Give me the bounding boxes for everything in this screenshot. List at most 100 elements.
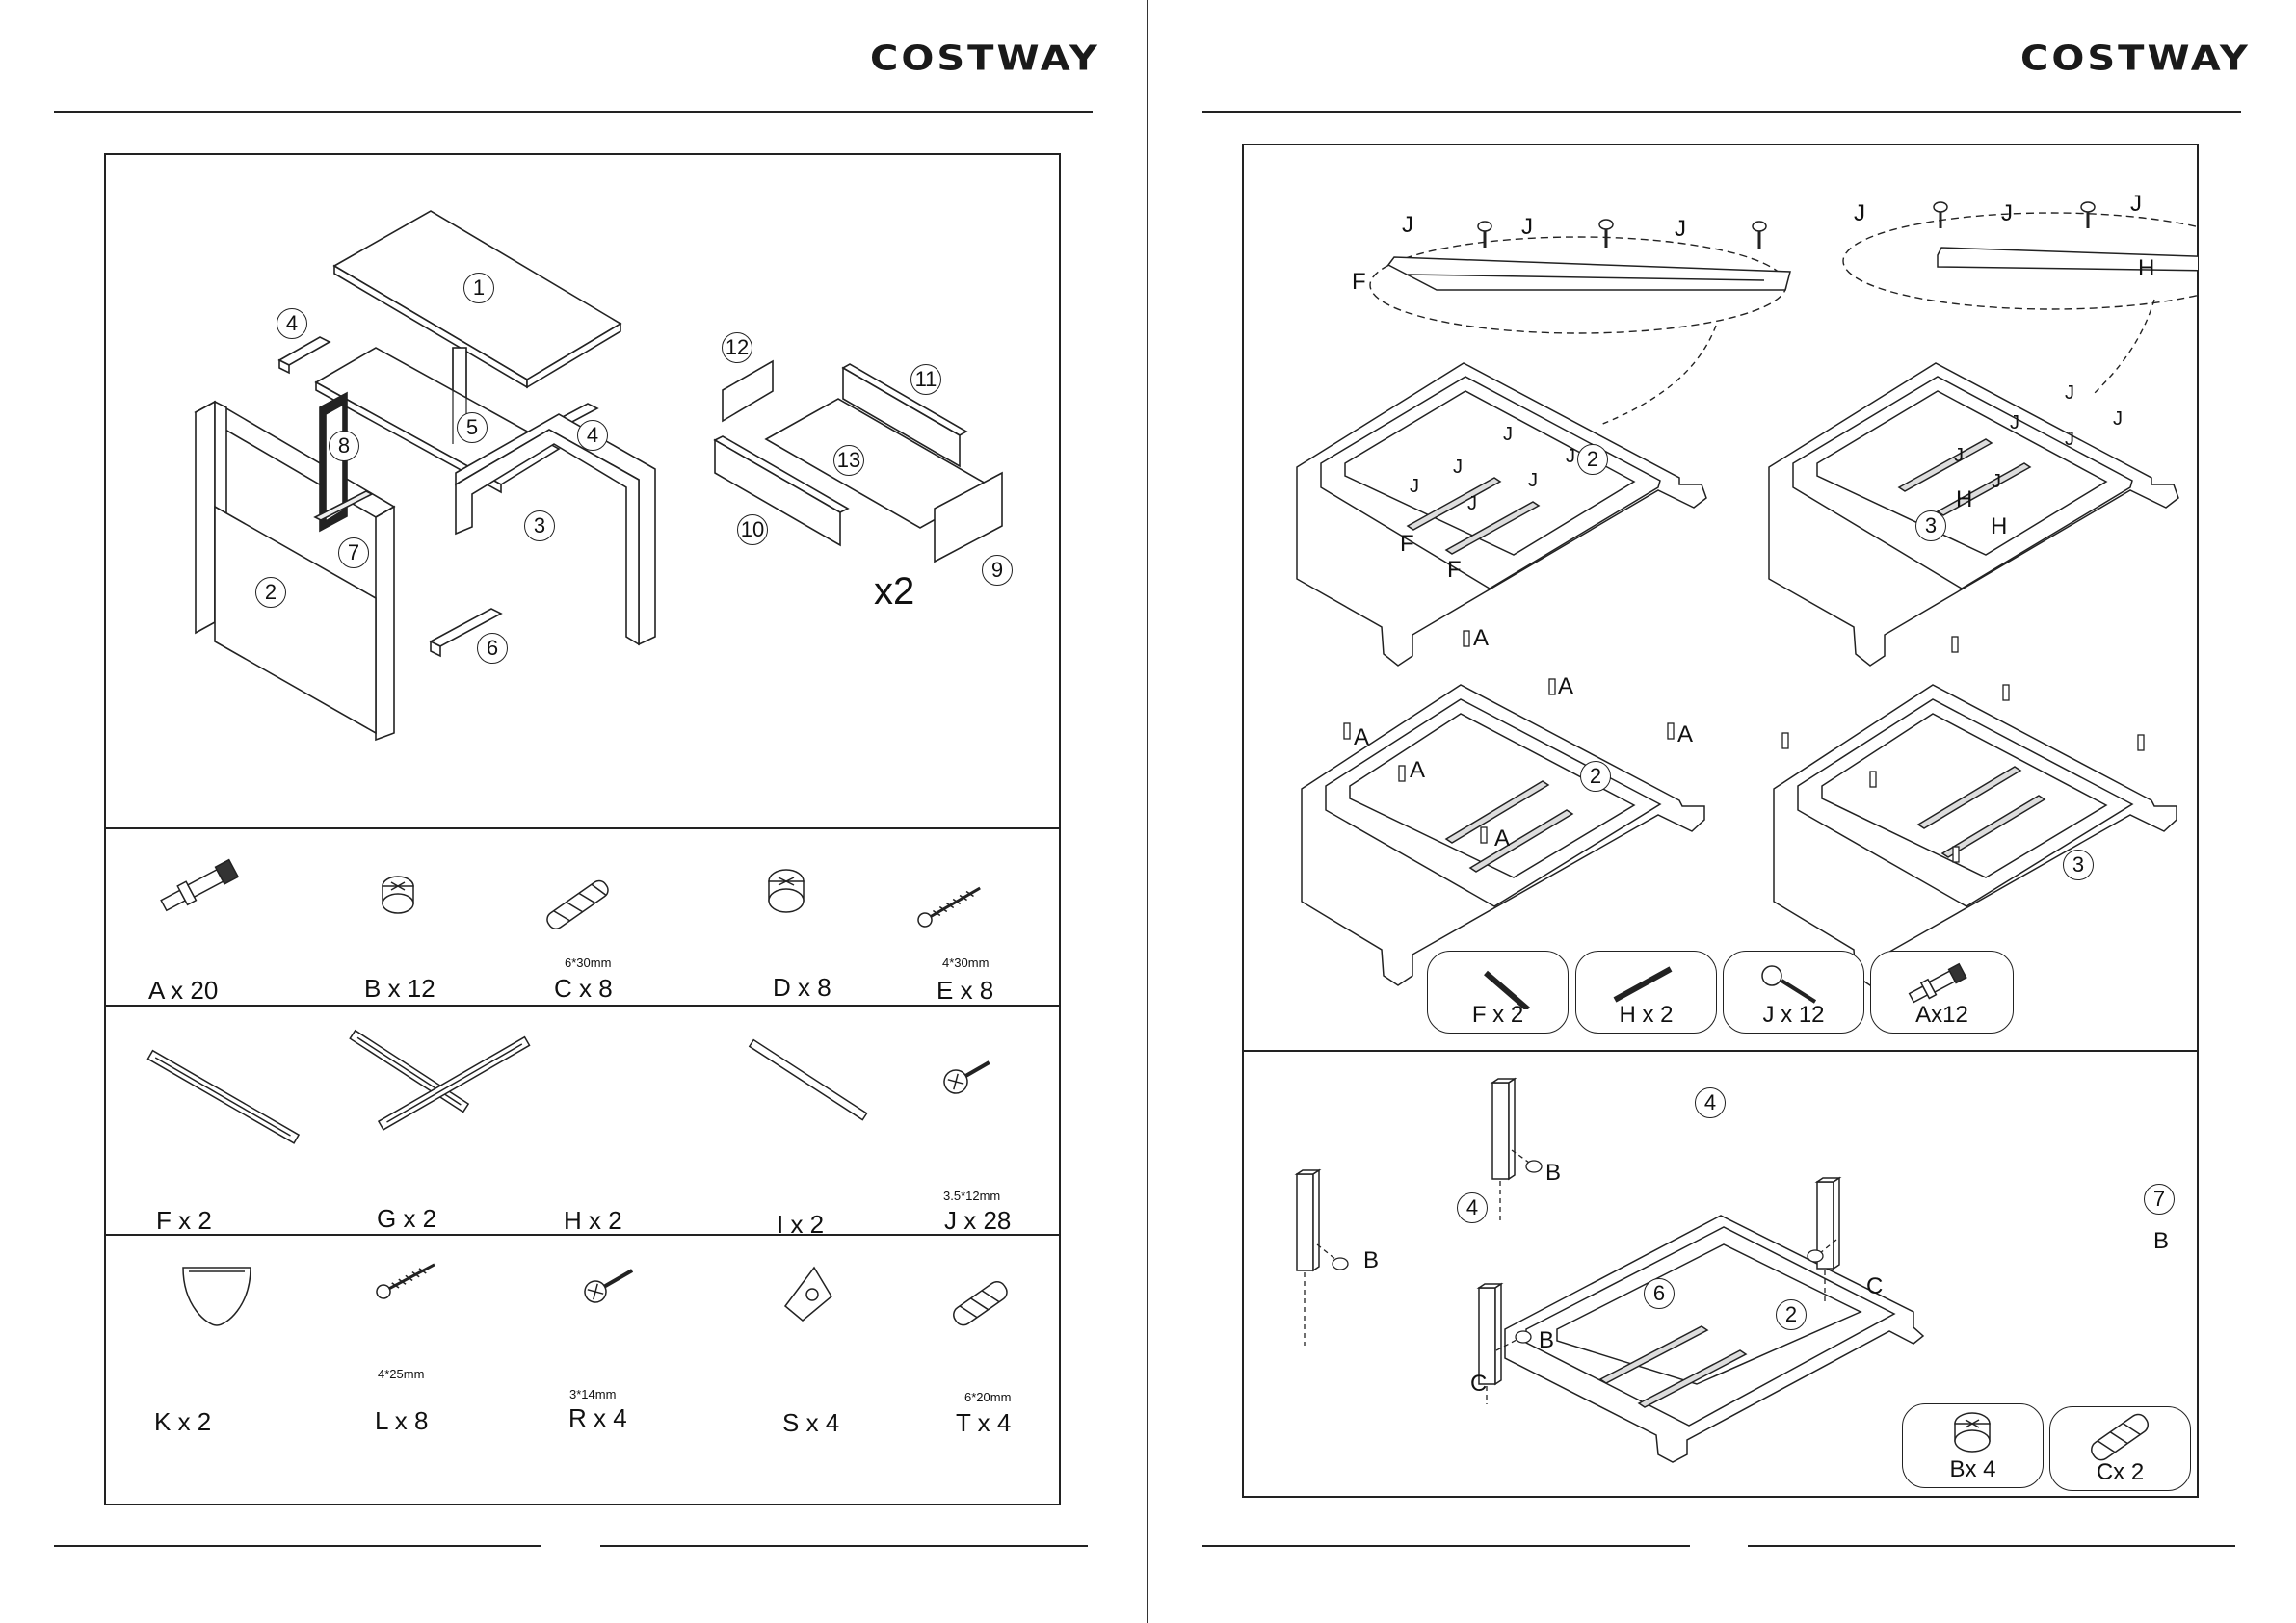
callout-j: J xyxy=(2010,412,2019,433)
brand-logo: COSTWAY xyxy=(2020,39,2251,79)
callout-a: A xyxy=(1558,673,1574,699)
callout-j: J xyxy=(1402,212,1413,238)
hardware-row-1-icons xyxy=(160,858,981,929)
drawer-rail-icon xyxy=(748,1038,868,1121)
part-label-g: G x 2 xyxy=(377,1204,437,1233)
part-label-k: K x 2 xyxy=(154,1407,212,1436)
step-divider xyxy=(1242,1050,2199,1052)
callout-b: B xyxy=(1363,1247,1380,1273)
part-size-j: 3.5*12mm xyxy=(943,1189,1001,1203)
cam-lock-icon xyxy=(1954,1412,1991,1453)
step1-rail-and-dowel-diagram xyxy=(1296,201,2198,986)
brand-logo: COSTWAY xyxy=(870,39,1100,79)
wood-dowel-icon xyxy=(953,1281,1008,1326)
drawer-rail-icon xyxy=(377,1035,531,1131)
quantity-multiplier: x2 xyxy=(874,570,915,613)
part-number-4: 4 xyxy=(1695,1087,1726,1118)
part-size-r: 3*14mm xyxy=(569,1387,617,1401)
callout-b: B xyxy=(1539,1327,1555,1353)
callout-j: J xyxy=(2065,429,2074,450)
parts-pill-label: Bx 4 xyxy=(1949,1456,1996,1482)
part-label-b: B x 12 xyxy=(364,974,435,1003)
row-divider xyxy=(104,1234,1061,1236)
footer-rule xyxy=(1748,1545,2235,1547)
callout-a: A xyxy=(1677,721,1694,747)
short-screw-icon xyxy=(1598,219,1614,248)
part-number-6: 6 xyxy=(477,633,508,664)
footer-rule xyxy=(54,1545,541,1547)
part-number-4: 4 xyxy=(277,308,307,339)
part-label-c: C x 8 xyxy=(554,974,613,1003)
callout-h: H xyxy=(1956,486,1973,512)
part-size-e: 4*30mm xyxy=(942,955,990,970)
callout-c: C xyxy=(1470,1371,1488,1397)
short-screw-icon xyxy=(2080,201,2096,228)
row-divider xyxy=(104,827,1061,829)
callout-b: B xyxy=(1545,1160,1562,1186)
callout-j: J xyxy=(1528,470,1538,491)
callout-b: B xyxy=(2153,1228,2170,1254)
part-number-12: 12 xyxy=(722,332,752,363)
drawer-rail-icon xyxy=(1613,966,1673,1003)
parts-pill-label: F x 2 xyxy=(1471,1002,1524,1028)
part-number-7: 7 xyxy=(338,537,369,568)
part-label-h: H x 2 xyxy=(564,1206,622,1235)
parts-pill-c: Cx 2 xyxy=(2049,1406,2191,1491)
part-number-9: 9 xyxy=(982,555,1013,586)
parts-pill-h: H x 2 xyxy=(1575,951,1717,1034)
part-number-8: 8 xyxy=(329,431,359,461)
cup-handle-icon xyxy=(182,1267,251,1326)
callout-j: J xyxy=(1410,476,1419,497)
callout-j: J xyxy=(1521,214,1533,240)
part-number-2: 2 xyxy=(1577,444,1608,475)
parts-pill-a: Ax12 xyxy=(1870,951,2014,1034)
part-label-t: T x 4 xyxy=(956,1408,1012,1437)
part-number-2: 2 xyxy=(1776,1299,1807,1330)
part-size-l: 4*25mm xyxy=(378,1367,425,1381)
callout-f: F xyxy=(1447,557,1462,583)
callout-a: A xyxy=(1354,724,1370,750)
parts-pill-j: J x 12 xyxy=(1723,951,1864,1034)
part-label-a: A x 20 xyxy=(148,976,219,1005)
part-number-1: 1 xyxy=(463,273,494,303)
parts-pill-label: Ax12 xyxy=(1915,1002,1968,1028)
part-number-6: 6 xyxy=(1644,1278,1675,1309)
part-label-e: E x 8 xyxy=(937,976,994,1005)
callout-a: A xyxy=(1473,625,1490,651)
part-number-3: 3 xyxy=(524,510,555,541)
callout-j: J xyxy=(1566,446,1575,467)
footer-rule xyxy=(1202,1545,1690,1547)
header-rule xyxy=(54,111,1093,113)
callout-f: F xyxy=(1400,531,1414,557)
wood-dowel-icon xyxy=(546,879,609,929)
part-size-c: 6*30mm xyxy=(565,955,612,970)
corner-bracket-icon xyxy=(783,1266,832,1322)
exploded-desk-diagram xyxy=(194,210,1003,742)
part-label-s: S x 4 xyxy=(782,1408,840,1437)
callout-j: J xyxy=(2113,408,2123,430)
part-label-f: F x 2 xyxy=(156,1206,212,1235)
dowel-pin-icon xyxy=(1908,962,1967,1004)
page-gutter xyxy=(1147,0,1148,1623)
callout-a: A xyxy=(1410,757,1426,783)
parts-pill-label: H x 2 xyxy=(1619,1002,1674,1028)
part-number-5: 5 xyxy=(457,412,488,443)
step2-leg-assembly-diagram xyxy=(1294,1077,1925,1463)
short-screw-icon xyxy=(1933,201,1948,228)
part-number-7: 7 xyxy=(2144,1184,2175,1215)
short-screw-icon xyxy=(1752,221,1767,249)
parts-pill-label: J x 12 xyxy=(1762,1002,1825,1028)
row-divider xyxy=(104,1005,1061,1007)
panel-12 xyxy=(722,359,774,423)
callout-h: H xyxy=(2138,255,2155,281)
part-number-13: 13 xyxy=(833,445,864,476)
hardware-row-3-icons xyxy=(182,1263,1008,1326)
footer-rule xyxy=(600,1545,1088,1547)
dowel-pin-markers xyxy=(1343,630,2145,863)
cam-lock-icon xyxy=(382,876,414,914)
part-number-3: 3 xyxy=(2063,850,2094,880)
cam-lock-markers xyxy=(1332,1160,1824,1344)
callout-j: J xyxy=(1467,493,1477,514)
cam-fitting-icon xyxy=(768,869,805,913)
part-label-j: J x 28 xyxy=(944,1206,1012,1235)
